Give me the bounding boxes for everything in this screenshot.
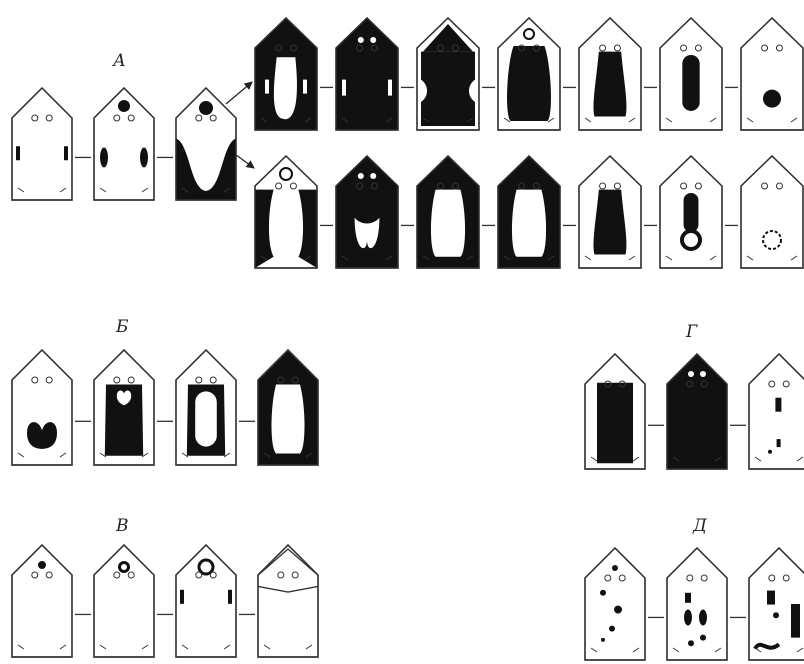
group-b-panel-4 bbox=[258, 350, 318, 465]
group-a-lower-panel-2 bbox=[336, 156, 398, 268]
group-b-panel-1 bbox=[12, 350, 72, 465]
group-a-lower-panel-5 bbox=[579, 156, 641, 268]
group-v-panel-2 bbox=[94, 545, 154, 657]
group-a-lower-panel-7 bbox=[741, 156, 803, 268]
group-a-start-panel-3 bbox=[176, 88, 236, 200]
group-a-upper-panel-4 bbox=[498, 18, 560, 130]
group-label-b: Б bbox=[115, 317, 129, 337]
group-a-start-panel-2 bbox=[94, 88, 154, 200]
group-label-g: Г bbox=[685, 322, 698, 342]
group-g-panel-1 bbox=[585, 354, 645, 469]
group-label-d: Д bbox=[692, 516, 708, 536]
group-a-upper-panel-6 bbox=[660, 18, 722, 130]
group-d-panel-1 bbox=[585, 548, 645, 660]
group-v-panel-1 bbox=[12, 545, 72, 657]
group-a-upper-panel-2 bbox=[336, 18, 398, 130]
group-a-lower-panel-3 bbox=[417, 156, 479, 268]
group-a-upper-panel-7 bbox=[741, 18, 803, 130]
group-b-panel-2 bbox=[94, 350, 154, 465]
group-a-start-panel-1 bbox=[12, 88, 72, 200]
branch-arrow-up bbox=[226, 82, 252, 104]
group-label-v: В bbox=[115, 516, 129, 536]
group-d-panel-2 bbox=[667, 548, 727, 660]
group-a-upper-panel-1 bbox=[255, 18, 317, 130]
group-d-panel-3 bbox=[749, 548, 804, 660]
group-a-lower-panel-1 bbox=[255, 156, 317, 268]
group-g-panel-3 bbox=[749, 354, 804, 469]
group-a-upper-panel-5 bbox=[579, 18, 641, 130]
group-a-lower-panel-4 bbox=[498, 156, 560, 268]
group-v-panel-3 bbox=[176, 545, 236, 657]
group-a-upper-panel-3 bbox=[417, 18, 479, 130]
group-g-panel-2 bbox=[667, 354, 727, 469]
group-a-lower-panel-6 bbox=[660, 156, 722, 268]
group-v-panel-4 bbox=[258, 545, 318, 657]
group-b-panel-3 bbox=[176, 350, 236, 465]
group-label-a: А bbox=[112, 51, 126, 71]
